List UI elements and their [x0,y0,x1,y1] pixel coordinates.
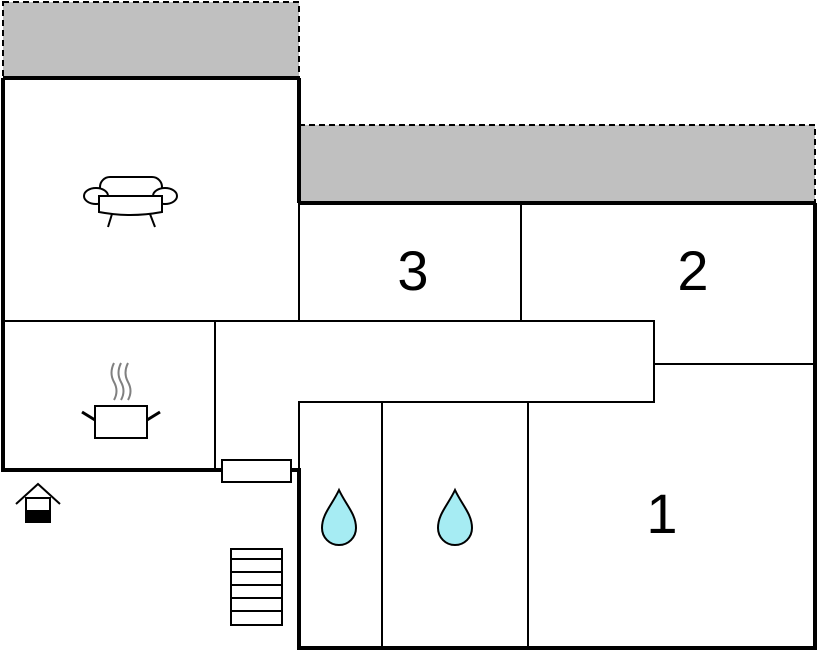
terrace-areas [2,1,816,205]
exterior-walls [1,78,817,650]
room-3-label: 3 [397,239,428,302]
room-2-label: 2 [677,239,708,302]
entrance-door [221,459,292,483]
sofa-icon [83,176,178,228]
water-drop-icon [320,487,358,546]
cooking-pot-icon [81,362,161,439]
terrace-right [298,124,816,204]
house-entrance-icon [15,482,61,523]
stairs-icon [230,548,283,626]
terrace-top-left [2,1,300,79]
water-drop-icon [436,487,474,546]
room-1-label: 1 [646,482,677,545]
interior-walls [3,203,815,648]
